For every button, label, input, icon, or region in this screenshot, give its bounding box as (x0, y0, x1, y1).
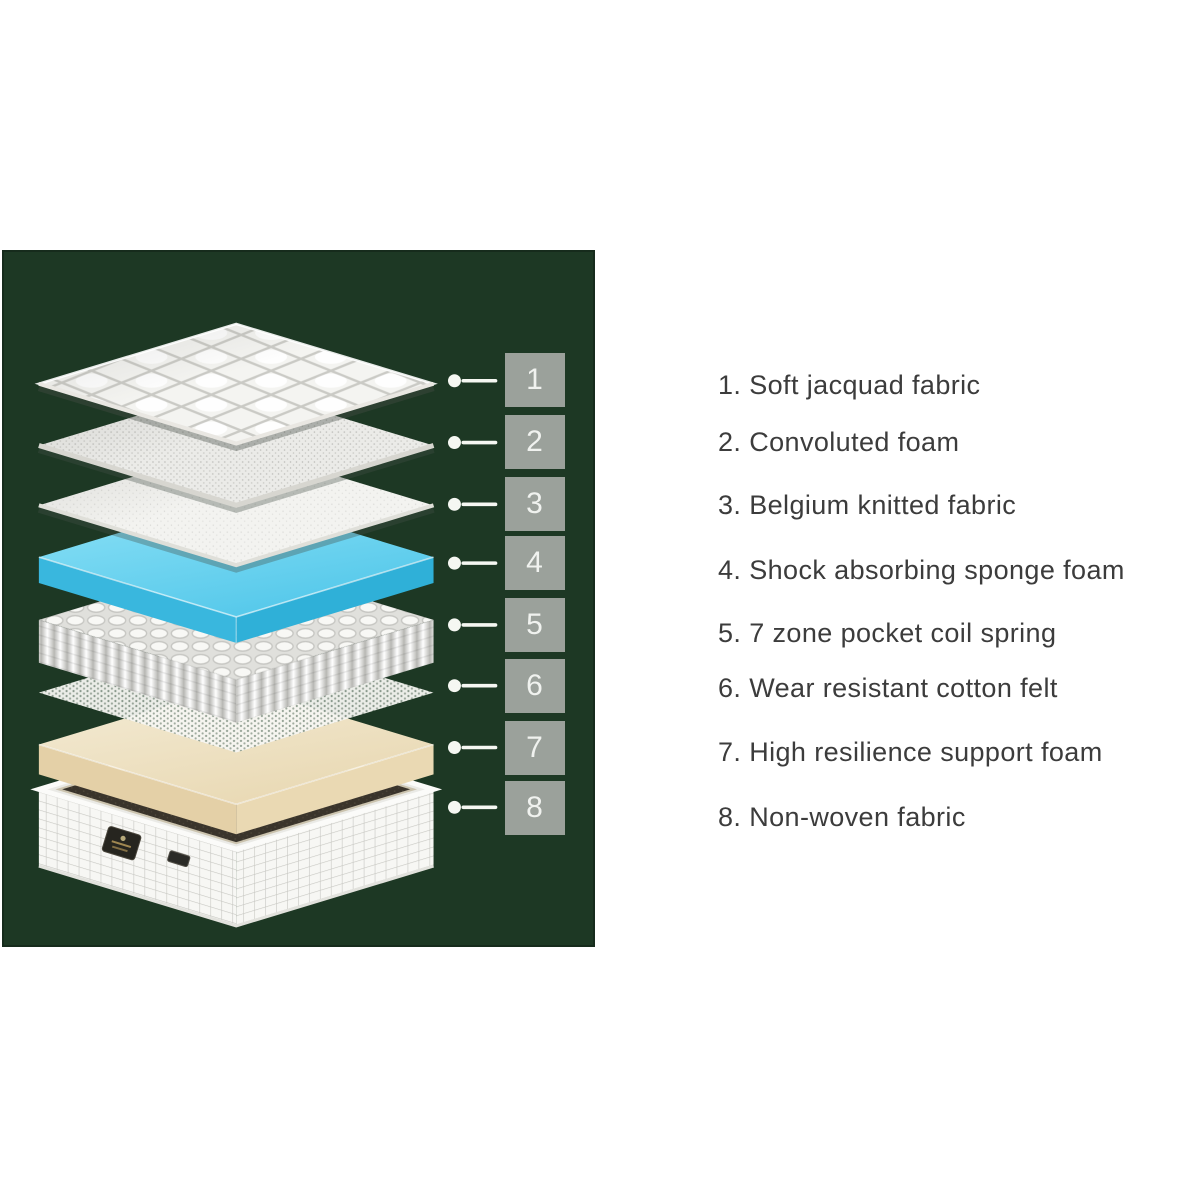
layer-number-box-3: 3 (505, 477, 565, 531)
sheet2-shadow (37, 446, 435, 513)
beige-foam-side-left (38, 744, 237, 835)
connector-8 (447, 800, 498, 814)
legend-item-8: 8. Non-woven fabric (718, 802, 966, 832)
coils-side-left (38, 619, 237, 723)
legend-item-2: 2. Convoluted foam (718, 427, 960, 457)
layer-number-box-7: 7 (505, 721, 565, 775)
legend-item-5: 5. 7 zone pocket coil spring (718, 618, 1057, 648)
layer-number: 7 (526, 731, 544, 764)
layer-number: 6 (526, 669, 544, 702)
sheet2-edge (38, 443, 435, 508)
sheet1-shading (38, 323, 434, 444)
connector-2 (447, 436, 498, 450)
layer-number: 2 (526, 425, 544, 458)
mattress-label-plaque (101, 826, 142, 861)
layer-1-jacquard-fabric (34, 322, 438, 452)
connector-6 (447, 679, 498, 693)
legend-item-4: 4. Shock absorbing sponge foam (718, 555, 1125, 585)
connector-3 (447, 497, 498, 511)
legend: 1. Soft jacquad fabric 2. Convoluted foa… (718, 0, 1178, 1200)
layer-number-box-8: 8 (505, 781, 565, 835)
mattress-exploded-diagram (30, 322, 498, 928)
layer-number-box-2: 2 (505, 415, 565, 469)
layer-number: 8 (526, 791, 544, 824)
mattress-front-tag (167, 850, 191, 868)
connector-1 (447, 374, 498, 388)
layer-number-box-5: 5 (505, 598, 565, 652)
mattress-side-left (38, 789, 237, 926)
sheet1-shadow (37, 384, 435, 452)
layer-number: 5 (526, 608, 544, 641)
mattress-side-right (236, 789, 434, 926)
layer-number: 1 (526, 363, 544, 396)
sheet3-shadow (37, 505, 435, 573)
connector-lines (447, 374, 498, 814)
connector-4 (447, 556, 498, 570)
beige-foam-edge-highlight (38, 743, 434, 806)
diagram-panel: 1 2 3 4 5 6 7 8 (2, 250, 595, 947)
beige-foam-side-right (236, 744, 434, 835)
blue-foam-side-left (38, 557, 237, 643)
sheet1-edge (38, 381, 435, 446)
mattress-bottom-edge (38, 864, 434, 928)
connector-7 (447, 741, 498, 754)
connector-5 (447, 618, 498, 632)
layer-number: 4 (526, 546, 544, 579)
layer-number-box-6: 6 (505, 659, 565, 713)
blue-foam-edge-highlight (38, 556, 434, 618)
layer-number: 3 (526, 487, 544, 520)
legend-item-3: 3. Belgium knitted fabric (718, 490, 1017, 520)
legend-item-6: 6. Wear resistant cotton felt (718, 673, 1058, 703)
legend-item-1: 1. Soft jacquad fabric (718, 370, 981, 400)
layer-number-box-4: 4 (505, 536, 565, 590)
coils-side-right (236, 619, 434, 723)
sheet3-edge (38, 503, 435, 568)
layer-number-box-1: 1 (505, 353, 565, 407)
blue-foam-side-right (236, 557, 434, 643)
legend-item-7: 7. High resilience support foam (718, 737, 1103, 767)
